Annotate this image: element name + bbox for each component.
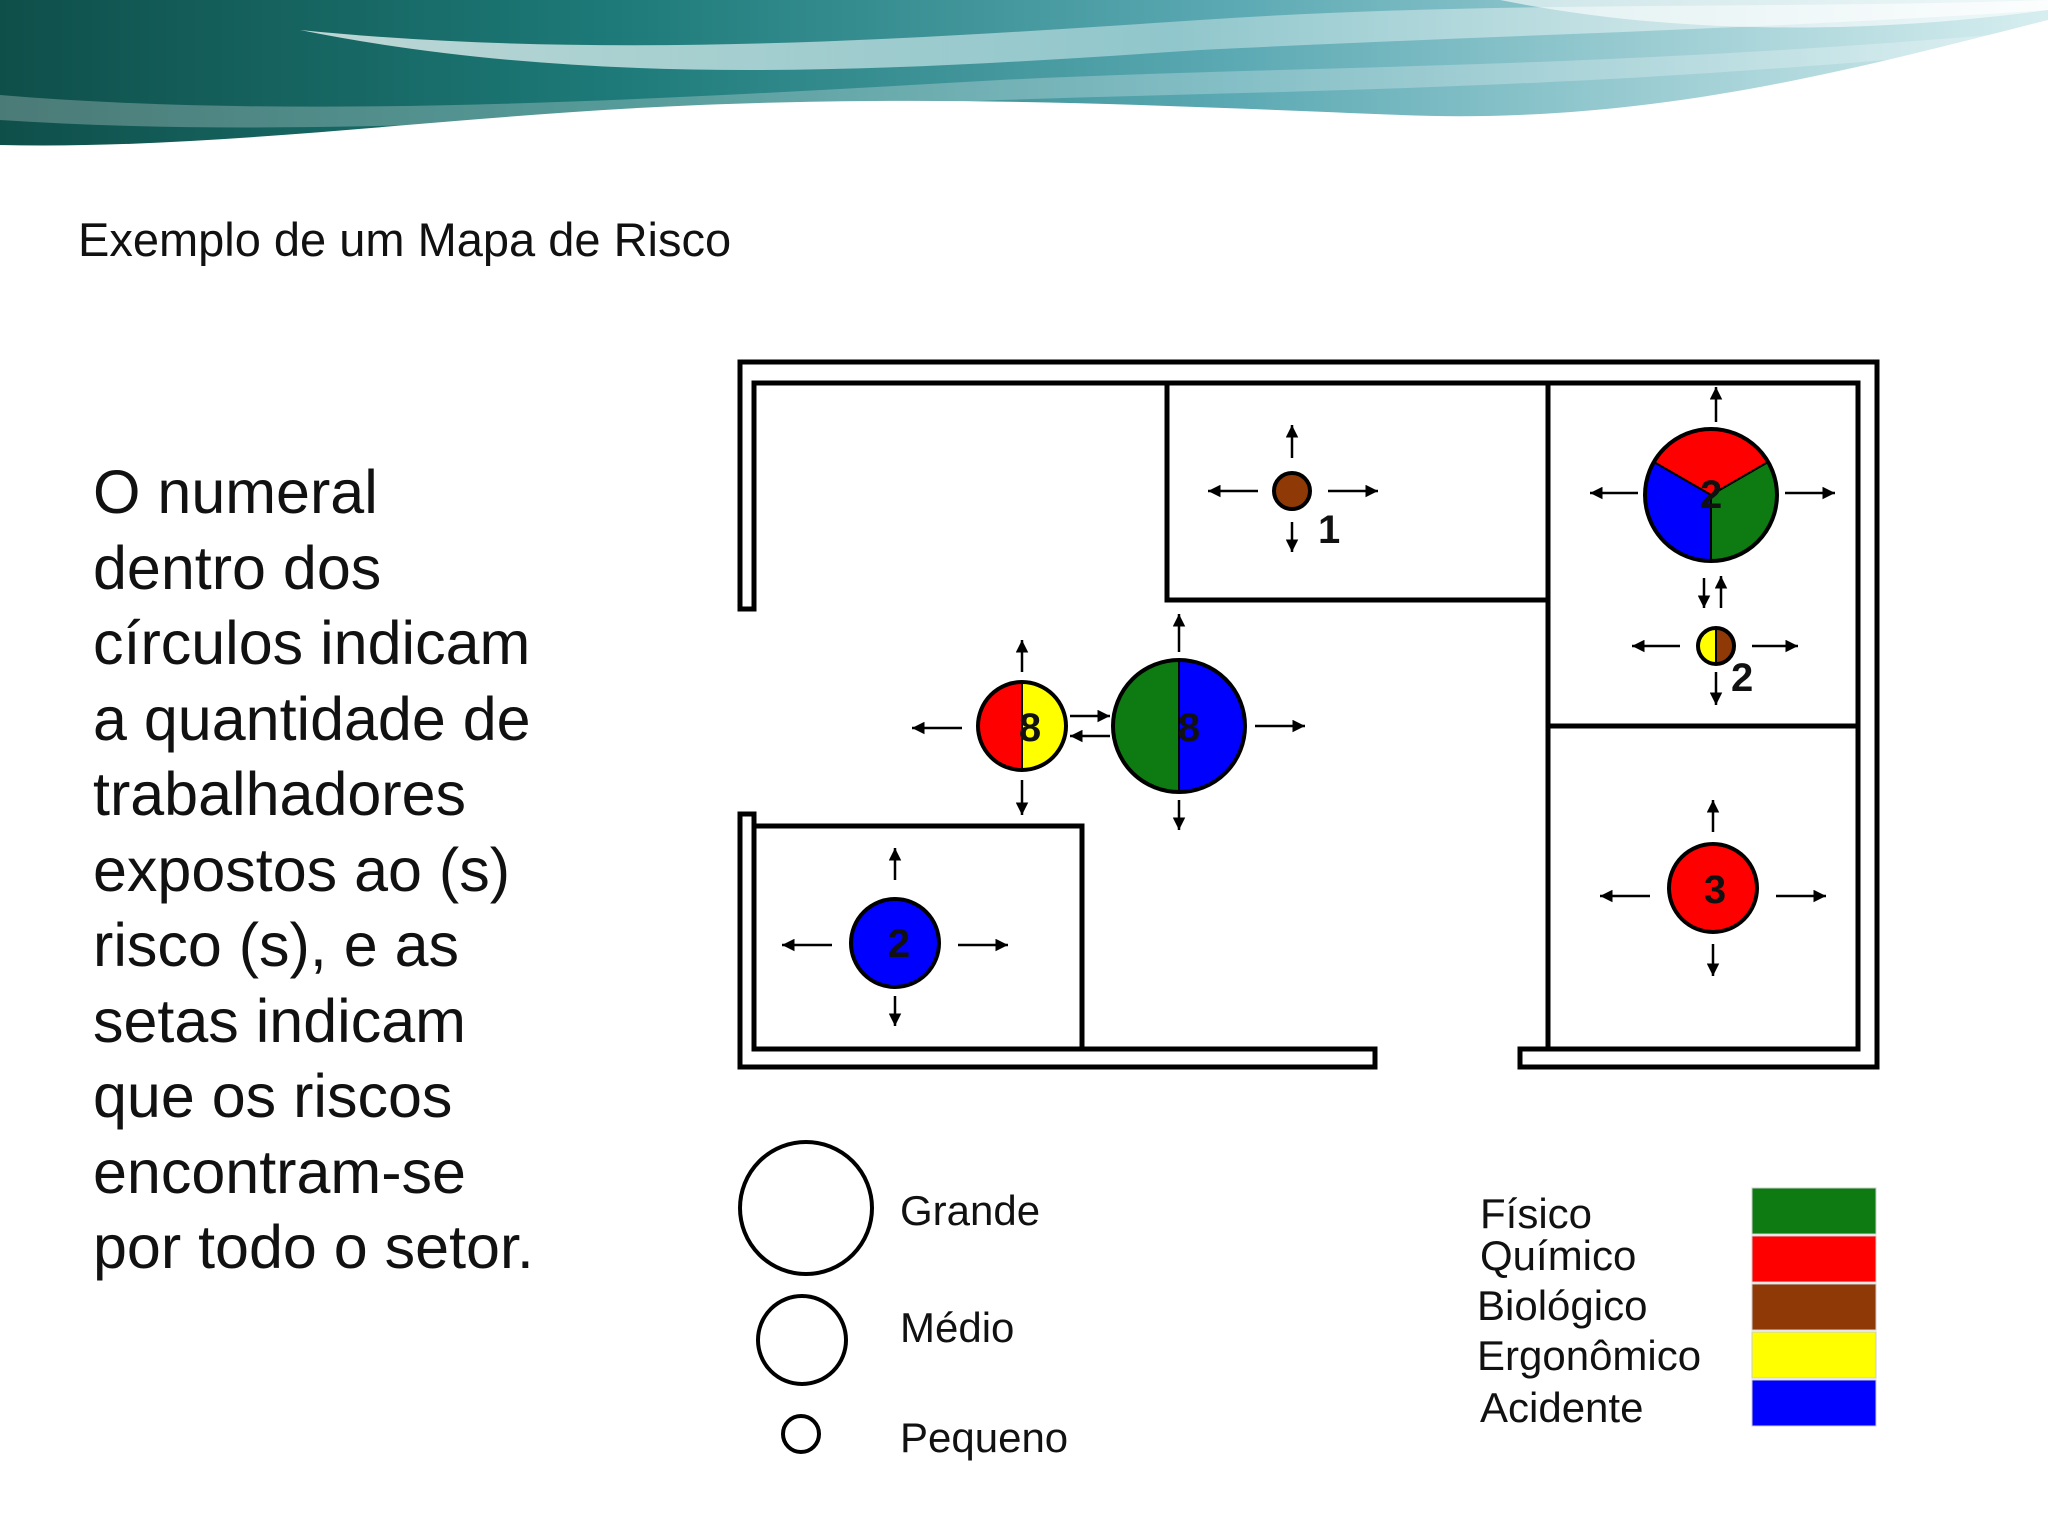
legend-color-label: Biológico: [1477, 1282, 1647, 1329]
color-legend: Físico Químico Biológico Ergonômico Acid…: [1477, 1187, 1877, 1431]
legend-color-label: Físico: [1480, 1190, 1592, 1237]
body-line: trabalhadores: [93, 760, 467, 828]
header-wave-banner: [0, 0, 2048, 146]
legend-color-label: Ergonômico: [1477, 1332, 1701, 1379]
legend-size-label: Médio: [900, 1304, 1014, 1351]
risk-count: 8: [1178, 706, 1200, 750]
color-swatch: [1751, 1235, 1877, 1283]
body-line: risco (s), e as: [93, 911, 460, 979]
legend-size-label: Grande: [900, 1187, 1040, 1234]
legend-size-pequeno: Pequeno: [781, 1414, 1068, 1461]
small-circle-icon: [781, 1414, 821, 1454]
body-line: por todo o setor.: [93, 1213, 534, 1281]
risk-circle-c2: 2: [1643, 427, 1779, 563]
risk-circle-c1: 1: [1272, 471, 1340, 552]
risk-count: 2: [1700, 473, 1722, 517]
risk-count: 2: [888, 922, 910, 966]
legend-color-label: Acidente: [1480, 1384, 1643, 1431]
risk-count: 2: [1731, 656, 1753, 700]
risk-circle-c7: 3: [1667, 842, 1759, 934]
body-line: setas indicam: [93, 986, 466, 1055]
risk-circle-c3: 2: [1696, 626, 1753, 700]
risk-wedge-quimico: [977, 680, 1023, 772]
risk-wedge-biologico: [1274, 473, 1310, 509]
body-line: a quantidade de: [93, 684, 531, 753]
outer-wall: [737, 359, 1880, 1070]
body-line: O numeral: [93, 458, 378, 526]
body-text: O numeral dentro dos círculos indicam a …: [93, 455, 653, 1286]
spread-arrows: [782, 387, 1835, 1026]
risk-circle-c6: 2: [849, 897, 941, 989]
risk-wedge-acidente: [851, 899, 939, 987]
legend-color-label: Químico: [1480, 1232, 1636, 1279]
medium-circle-icon: [756, 1294, 848, 1386]
color-swatch: [1751, 1187, 1877, 1235]
legend-color-acidente: Acidente: [1480, 1379, 1877, 1431]
legend-color-ergonomico: Ergonômico: [1477, 1331, 1877, 1379]
risk-wedge-fisico: [1112, 658, 1180, 794]
risk-count: 8: [1019, 706, 1041, 750]
legend-color-fisico: Físico: [1480, 1187, 1877, 1237]
size-legend: Grande Médio Pequeno: [738, 1140, 1068, 1461]
room-top-middle: [1164, 383, 1548, 603]
outer-wall-bottom-left: [737, 811, 1378, 1070]
large-circle-icon: [738, 1140, 874, 1276]
risk-wedge-quimico: [1669, 844, 1757, 932]
legend-color-biologico: Biológico: [1477, 1282, 1877, 1331]
body-line: círculos indicam: [93, 609, 531, 677]
risk-count: 1: [1318, 508, 1340, 552]
color-swatch: [1751, 1283, 1877, 1331]
legend-size-grande: Grande: [738, 1140, 1040, 1276]
legend-size-medio: Médio: [756, 1294, 1014, 1386]
color-swatch: [1751, 1331, 1877, 1379]
floor-plan: [737, 359, 1880, 1070]
body-line: expostos ao (s): [93, 835, 511, 904]
legend-color-quimico: Químico: [1480, 1232, 1877, 1283]
body-line: encontram-se: [93, 1137, 466, 1206]
risk-circle-c4: 8: [976, 680, 1068, 772]
risk-count: 3: [1704, 868, 1726, 912]
body-line: dentro dos: [93, 533, 382, 602]
slide-title: Exemplo de um Mapa de Risco: [78, 213, 732, 266]
room-bottom-left: [754, 823, 1085, 1049]
legend-size-label: Pequeno: [900, 1414, 1068, 1461]
color-swatch: [1751, 1379, 1877, 1427]
body-line: que os riscos: [93, 1062, 453, 1130]
risk-circle-c5: 8: [1111, 658, 1247, 794]
